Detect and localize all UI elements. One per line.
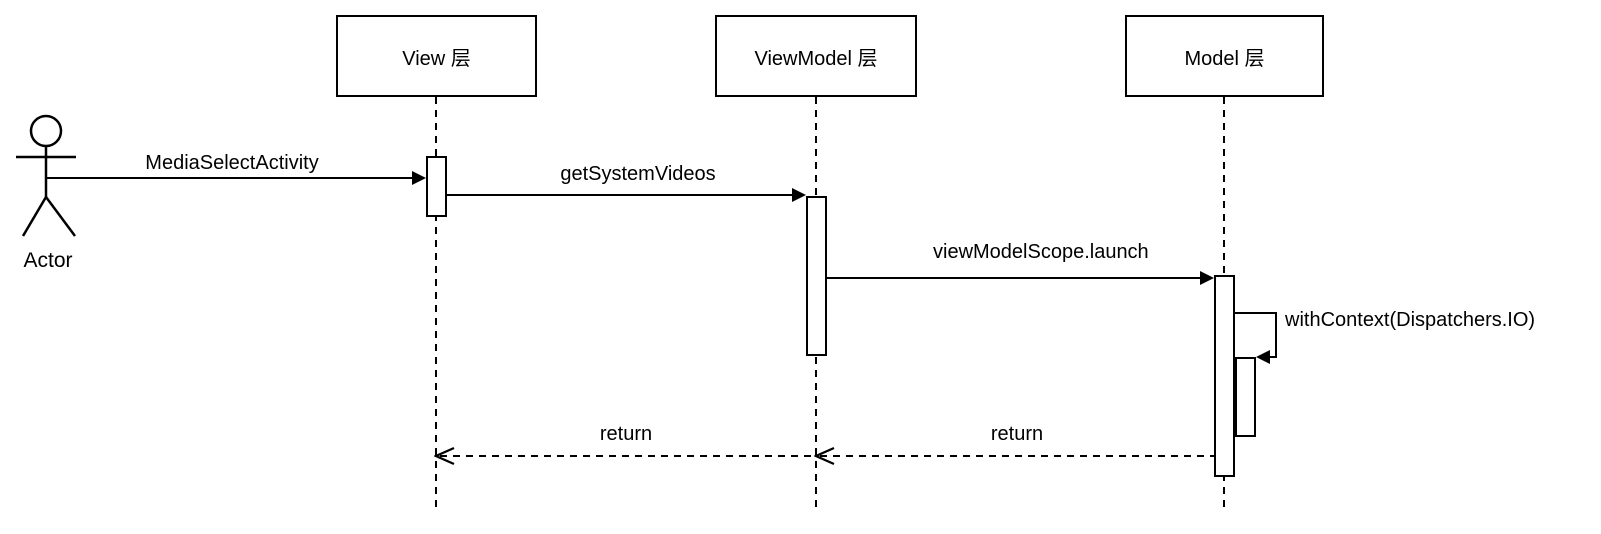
message-label-viewmodelscope-launch: viewModelScope.launch xyxy=(933,241,1149,263)
activation-model-nested xyxy=(1235,357,1256,437)
return-label-left: return xyxy=(599,423,653,445)
self-message-top-line xyxy=(1235,312,1277,314)
actor-icon xyxy=(16,114,77,237)
lifeline-label-model: Model 层 xyxy=(1184,47,1265,70)
open-arrowhead-icon xyxy=(434,446,455,466)
message-label-withcontext: withContext(Dispatchers.IO) xyxy=(1285,309,1536,331)
message-line-mediaselectactivity xyxy=(46,177,413,179)
return-line-viewmodel-to-view xyxy=(440,455,815,457)
message-line-viewmodelscope-launch xyxy=(827,277,1201,279)
lifeline-box-viewmodel: ViewModel 层 xyxy=(715,15,917,97)
activation-model xyxy=(1214,275,1235,477)
message-line-getsystemvideos xyxy=(447,194,793,196)
arrowhead-icon xyxy=(1200,271,1214,285)
activation-viewmodel xyxy=(806,196,827,356)
open-arrowhead-icon xyxy=(814,446,835,466)
lifeline-label-view: View 层 xyxy=(402,47,471,70)
lifeline-view xyxy=(435,97,437,509)
lifeline-label-viewmodel: ViewModel 层 xyxy=(754,47,878,70)
return-label-right: return xyxy=(990,423,1044,445)
return-line-model-to-viewmodel xyxy=(820,455,1214,457)
actor-label: Actor xyxy=(23,249,73,272)
self-message-bottom-line xyxy=(1268,356,1277,358)
self-message-right-line xyxy=(1275,312,1277,358)
activation-view xyxy=(426,156,447,217)
message-label-mediaselectactivity: MediaSelectActivity xyxy=(145,152,319,174)
arrowhead-icon xyxy=(412,171,426,185)
arrowhead-icon xyxy=(792,188,806,202)
message-label-getsystemvideos: getSystemVideos xyxy=(560,163,716,185)
arrowhead-icon xyxy=(1256,350,1270,364)
lifeline-box-model: Model 层 xyxy=(1125,15,1324,97)
lifeline-box-view: View 层 xyxy=(336,15,537,97)
